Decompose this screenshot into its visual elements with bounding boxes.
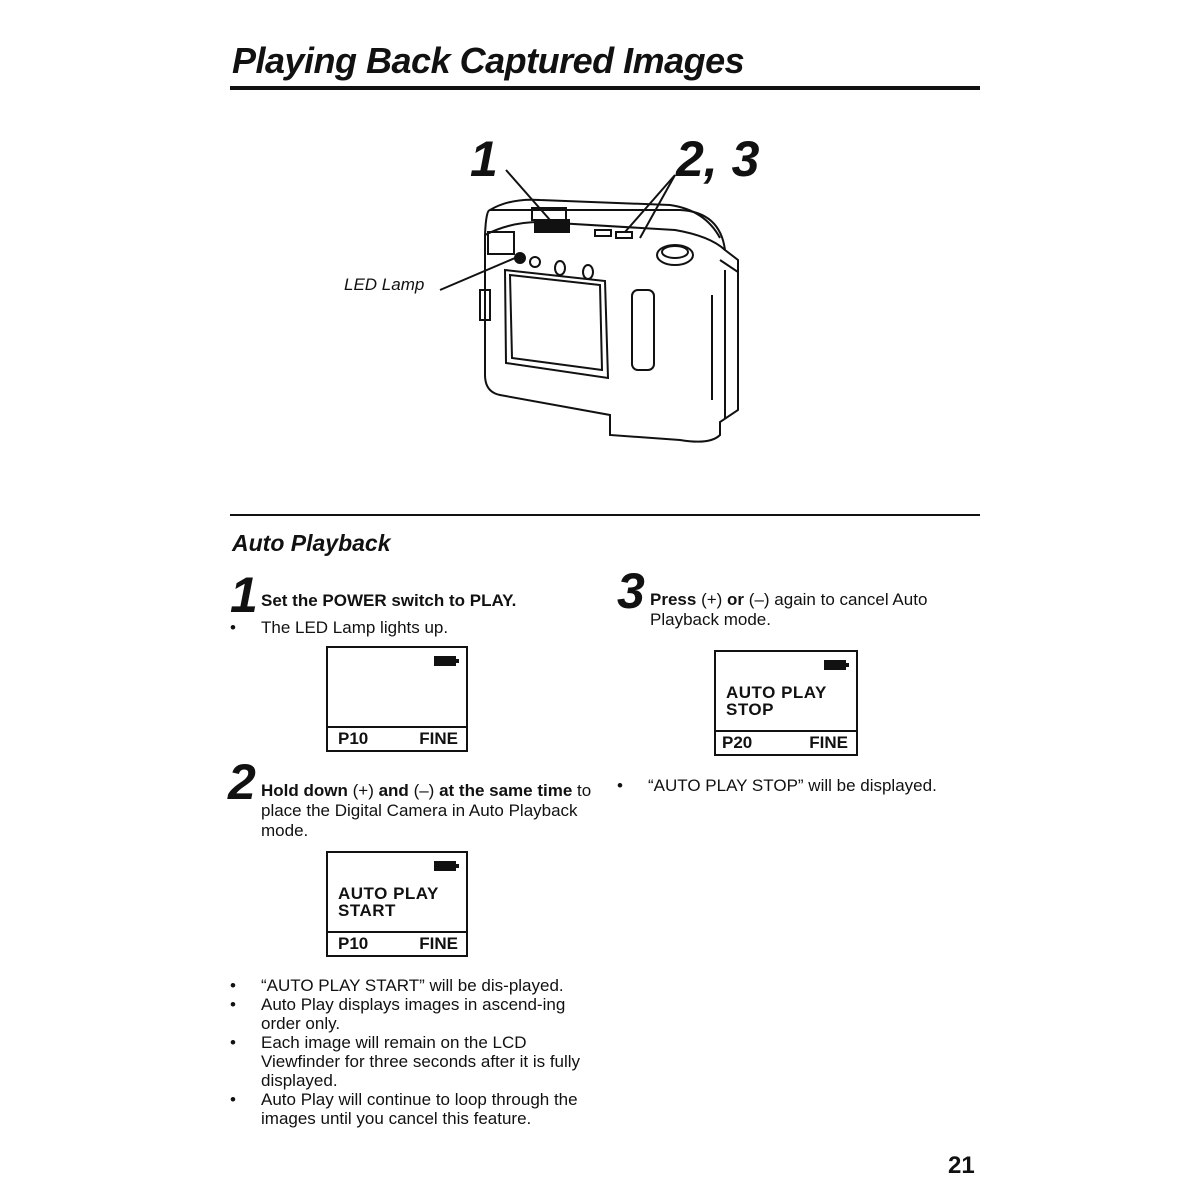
- lcd-quality: FINE: [419, 729, 458, 748]
- step-1-bullets: The LED Lamp lights up.: [230, 618, 590, 637]
- plus-symbol: (+): [352, 781, 374, 800]
- minus-symbol: (–): [413, 781, 435, 800]
- step-1-instruction: Set the POWER switch to PLAY.: [261, 591, 517, 610]
- step-2-instruction: Hold down (+) and (–) at the same time t…: [261, 781, 601, 841]
- list-item: Each image will remain on the LCD Viewfi…: [230, 1033, 590, 1090]
- power-switch-slider: [534, 219, 570, 233]
- list-item: Auto Play will continue to loop through …: [230, 1090, 590, 1128]
- lcd-display-step-1: P10 FINE: [326, 646, 468, 752]
- minus-button: [615, 231, 633, 239]
- section-heading: Auto Playback: [232, 530, 391, 556]
- instr-bold: Hold down: [261, 781, 348, 800]
- leader-line-1: [505, 169, 551, 221]
- viewfinder: [487, 231, 515, 255]
- callout-2-3: 2, 3: [676, 131, 760, 187]
- instr-bold: at the same time: [439, 781, 573, 800]
- battery-icon: [434, 861, 459, 871]
- section-rule: [230, 514, 980, 516]
- led-lamp-label: LED Lamp: [344, 275, 425, 294]
- list-item: Auto Play displays images in ascend-ing …: [230, 995, 590, 1033]
- title-rule: [230, 86, 980, 90]
- camera-illustration: [439, 169, 739, 443]
- lcd-display-step-3: AUTO PLAY STOP P20 FINE: [714, 650, 858, 756]
- step-3-instruction: Press (+) or (–) again to cancel Auto Pl…: [650, 590, 980, 630]
- lcd-display-step-2: AUTO PLAY START P10 FINE: [326, 851, 468, 957]
- callout-1: 1: [470, 131, 498, 187]
- lcd-quality: FINE: [809, 733, 848, 752]
- instr-rest: to place the Digital Camera in Auto Play…: [261, 781, 592, 840]
- list-item: “AUTO PLAY START” will be dis-played.: [230, 976, 590, 995]
- strap-mount: [479, 289, 491, 321]
- lcd-message-line-2: STOP: [726, 700, 774, 719]
- lcd-status-bar: P20 FINE: [716, 730, 856, 754]
- step-1-number: 1: [230, 567, 258, 623]
- list-item: The LED Lamp lights up.: [230, 618, 590, 637]
- page-number: 21: [948, 1152, 975, 1179]
- step-2-bullets: “AUTO PLAY START” will be dis-played. Au…: [230, 976, 590, 1128]
- lcd-quality: FINE: [419, 934, 458, 953]
- lcd-mode: P20: [722, 733, 753, 752]
- leader-line-led: [439, 257, 516, 291]
- plus-symbol: (+): [701, 590, 723, 609]
- step-3-bullets: “AUTO PLAY STOP” will be displayed.: [617, 776, 987, 795]
- led-lamp: [514, 252, 526, 264]
- lcd-status-bar: P10 FINE: [328, 931, 466, 955]
- step-3-number: 3: [617, 563, 645, 619]
- battery-icon: [434, 656, 459, 666]
- lcd-mode: P10: [338, 729, 369, 748]
- minus-symbol: (–): [748, 590, 770, 609]
- instr-bold: or: [727, 590, 745, 609]
- lcd-message-line-2: START: [338, 901, 396, 920]
- battery-icon: [824, 660, 849, 670]
- lcd-status-bar: P10 FINE: [328, 726, 466, 750]
- list-item: “AUTO PLAY STOP” will be displayed.: [617, 776, 987, 795]
- lcd-message-line-1: AUTO PLAY: [338, 884, 439, 903]
- lcd-mode: P10: [338, 934, 369, 953]
- instr-bold: Press: [650, 590, 697, 609]
- step-2-number: 2: [228, 754, 256, 810]
- hand-grip: [631, 289, 655, 371]
- instr-bold: and: [378, 781, 409, 800]
- instr-rest: again to cancel Auto Playback mode.: [650, 590, 928, 629]
- page-title: Playing Back Captured Images: [232, 40, 745, 81]
- plus-button: [594, 229, 612, 237]
- lcd-screen: [508, 273, 604, 372]
- lcd-message-line-1: AUTO PLAY: [726, 683, 827, 702]
- camera-body: [484, 209, 739, 443]
